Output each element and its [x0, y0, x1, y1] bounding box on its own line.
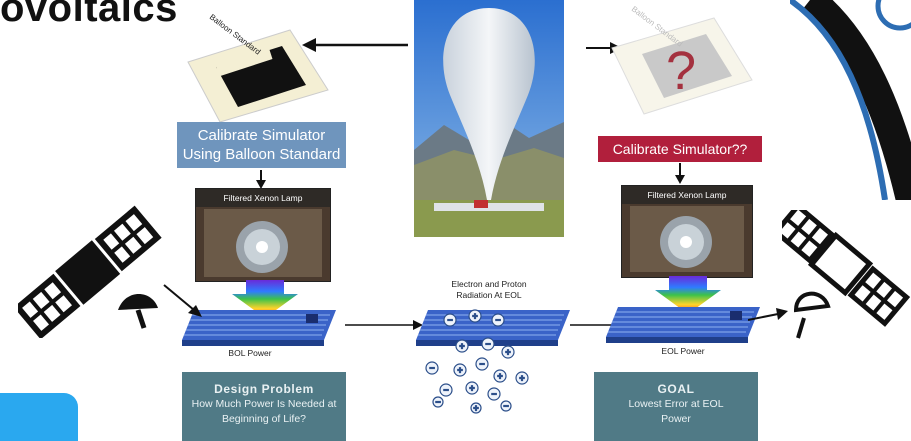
design-problem-box: Design Problem How Much Power Is Needed … [182, 372, 346, 441]
goal-heading: GOAL [657, 382, 695, 396]
question-mark: ? [666, 41, 697, 101]
calibrate-simulator-unknown-box: Calibrate Simulator?? [598, 136, 762, 162]
balloon-image [414, 0, 564, 237]
proton-mark: + [459, 341, 464, 351]
proton-mark: + [473, 403, 478, 413]
electron-mark: − [429, 363, 434, 373]
electron-mark: − [443, 385, 448, 395]
bol-power-label: BOL Power [228, 348, 272, 358]
arrow-left-icon [302, 38, 408, 52]
proton-mark: + [505, 347, 510, 357]
design-problem-line-2: Beginning of Life? [221, 413, 307, 425]
electron-mark: − [485, 339, 490, 349]
proton-mark: + [472, 311, 477, 321]
page-title: ovoltaics [0, 0, 178, 30]
calibrate-line-2: Using Balloon Standard [182, 146, 341, 163]
calibrate-simulator-box: Calibrate Simulator Using Balloon Standa… [177, 122, 346, 168]
electron-mark: − [479, 359, 484, 369]
eol-power-label: EOL Power [661, 346, 705, 356]
arrow-to-radiation-icon [345, 320, 423, 330]
solar-cell-eol [606, 307, 760, 343]
agency-logo-icon [790, 0, 911, 200]
radiation-line-1: Electron and Proton [451, 279, 527, 289]
particle-cloud: −+−+−+−+−+−+−+−+− [425, 309, 529, 414]
arrow-diagonal-icon [163, 284, 202, 317]
electron-mark: − [495, 315, 500, 325]
lamp-label-left: Filtered Xenon Lamp [223, 193, 303, 203]
proton-mark: + [457, 365, 462, 375]
lamp-label-right: Filtered Xenon Lamp [647, 190, 727, 200]
arrow-down-icon [256, 170, 266, 189]
electron-mark: − [435, 397, 440, 407]
arrow-to-satellite-icon [748, 308, 788, 321]
unknown-standard-cell [611, 17, 753, 115]
proton-mark: + [469, 383, 474, 393]
radiation-label: Electron and Proton Radiation At EOL [414, 279, 564, 301]
arrow-down-right-icon [675, 163, 685, 184]
goal-line-1: Lowest Error at EOL [628, 398, 724, 410]
balloon-standard-cell [187, 29, 329, 123]
design-problem-heading: Design Problem [214, 382, 314, 396]
calibrate-line-1: Calibrate Simulator [197, 127, 326, 144]
proton-mark: + [497, 371, 502, 381]
balloon-photo [414, 0, 564, 237]
xenon-lamp-photo-right: Filtered Xenon Lamp [621, 185, 753, 278]
electron-mark: − [447, 315, 452, 325]
goal-line-2: Power [661, 413, 691, 425]
solar-cell-bol [182, 310, 336, 346]
proton-mark: + [519, 373, 524, 383]
spectrum-arrow-icon [232, 280, 298, 318]
goal-box: GOAL Lowest Error at EOL Power [594, 372, 758, 441]
radiation-line-2: Radiation At EOL [456, 290, 522, 300]
satellite-left-icon [18, 205, 162, 338]
corner-accent-shape [0, 393, 78, 441]
satellite-right-icon [782, 210, 911, 339]
spectrum-arrow-right-icon [655, 276, 721, 314]
electron-mark: − [491, 389, 496, 399]
xenon-lamp-photo-left: Filtered Xenon Lamp [195, 188, 331, 282]
electron-mark: − [503, 401, 508, 411]
design-problem-line-1: How Much Power Is Needed at [191, 398, 337, 410]
